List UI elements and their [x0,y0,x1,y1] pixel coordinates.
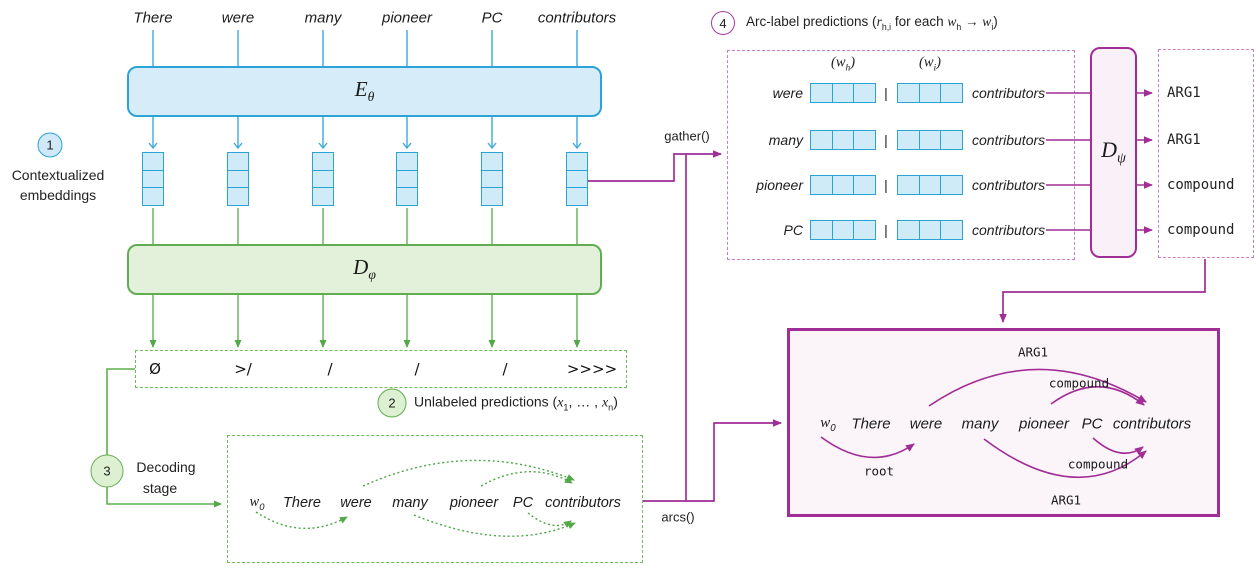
labels-to-graph-connector [999,259,1206,323]
graph-word: pioneer [1018,415,1070,433]
step-2-badge: 2 [377,388,407,418]
pairs-to-labeldecoder-lines [1046,92,1090,231]
decoding-stage-box [227,435,643,563]
arc-label-root: root [863,463,895,479]
pair-head-word: many [768,132,803,148]
pair-separator: | [884,132,888,148]
step-1-caption-line1: Contextualized [11,167,105,183]
step-4-caption: Arc-label predictions (rh,i for each wh … [746,14,998,32]
arc-label-arg1-bottom: ARG1 [1050,492,1082,508]
embedding-to-decoder-lines [152,208,578,244]
embedding-vector [227,152,249,206]
prediction-symbol: / [414,360,420,378]
pair-separator: | [884,85,888,101]
sentence-word: pioneer [381,9,433,27]
prediction-symbol: >>>> [566,360,618,378]
graph-word: were [909,415,943,433]
embedding-vector [566,152,588,206]
decode-word: were [340,495,372,511]
encoder-to-embedding-arrows [153,117,577,148]
head-vector [810,83,876,103]
step-3-caption-line2: stage [142,480,178,496]
pair-dependent-word: contributors [972,85,1046,101]
encoder-box: Eθ [127,66,602,117]
pair-head-word: were [772,85,803,101]
decoding-stage-connector [106,368,222,508]
graph-word: many [961,415,999,433]
graph-word: contributors [1112,415,1192,433]
graph-root-token: w0 [820,415,836,434]
arcs-connector [643,419,782,502]
pair-separator: | [884,222,888,238]
dependent-vector [897,130,963,150]
predicted-label: compound [1167,222,1235,238]
step-2-caption: Unlabeled predictions (x1, … , xn) [414,393,618,413]
pair-header-wh: (wh) [830,54,856,74]
arc-label-compound-bottom: compound [1067,456,1129,472]
pair-dependent-word: contributors [972,222,1046,238]
predicted-labels-box [1158,49,1254,258]
decoder-box: Dφ [127,244,602,295]
arc-label-compound-top: compound [1048,375,1110,391]
sentence-word: PC [481,9,503,27]
embedding-vector [481,152,503,206]
unlabeled-predictions-box [135,350,627,388]
predicted-label: compound [1167,177,1235,193]
decode-word: contributors [545,495,621,511]
prediction-symbol: / [327,360,333,378]
gather-label: gather() [664,128,710,144]
root-token: w0 [249,494,265,512]
prediction-symbol: >/ [234,360,252,378]
pair-header-wi: (wi) [919,54,941,74]
label-decoder-label: Dψ [1101,137,1126,167]
arc-label-arg1-top: ARG1 [1017,344,1049,360]
graph-word: There [851,415,891,433]
embedding-vector [396,152,418,206]
dependent-vector [897,175,963,195]
step-4-badge: 4 [711,11,735,35]
arcs-label: arcs() [661,509,695,525]
step-3-caption-line1: Decoding [136,459,196,475]
decode-word: There [283,495,321,511]
labeldecoder-to-label-arrows [1137,89,1153,234]
embedding-vector [312,152,334,206]
embedding-vector [142,152,164,206]
graph-word: PC [1081,415,1103,433]
decoder-label: Dφ [353,255,376,283]
encoder-label: Eθ [354,77,375,105]
head-vector [810,220,876,240]
decode-word: PC [512,495,534,511]
label-decoder-box: Dψ [1090,47,1137,258]
sentence-word: many [304,9,342,27]
prediction-symbol: / [502,360,508,378]
head-vector [810,175,876,195]
prediction-symbol: Ø [149,360,161,378]
sentence-word: were [221,9,255,27]
sentence-word: There [133,9,173,27]
dependent-vector [897,220,963,240]
dependent-vector [897,83,963,103]
head-vector [810,130,876,150]
pair-dependent-word: contributors [972,132,1046,148]
step-1-caption-line2: embeddings [19,187,97,203]
step-3-badge: 3 [90,454,124,488]
decoder-to-prediction-arrows [149,295,581,348]
gather-connector [588,150,722,182]
labeled-graph-box [787,328,1220,517]
pair-dependent-word: contributors [972,177,1046,193]
decode-word: pioneer [449,495,499,511]
decode-word: many [392,495,428,511]
word-to-encoder-lines [152,30,578,66]
pair-separator: | [884,177,888,193]
labeled-dependency-arcs [820,368,1147,479]
predicted-label: ARG1 [1167,85,1201,101]
predicted-label: ARG1 [1167,132,1201,148]
step-1-badge: 1 [37,132,63,158]
unlabeled-arcs [255,459,576,537]
sentence-word: contributors [537,9,617,27]
pair-head-word: PC [783,222,803,238]
pair-head-word: pioneer [756,177,803,193]
